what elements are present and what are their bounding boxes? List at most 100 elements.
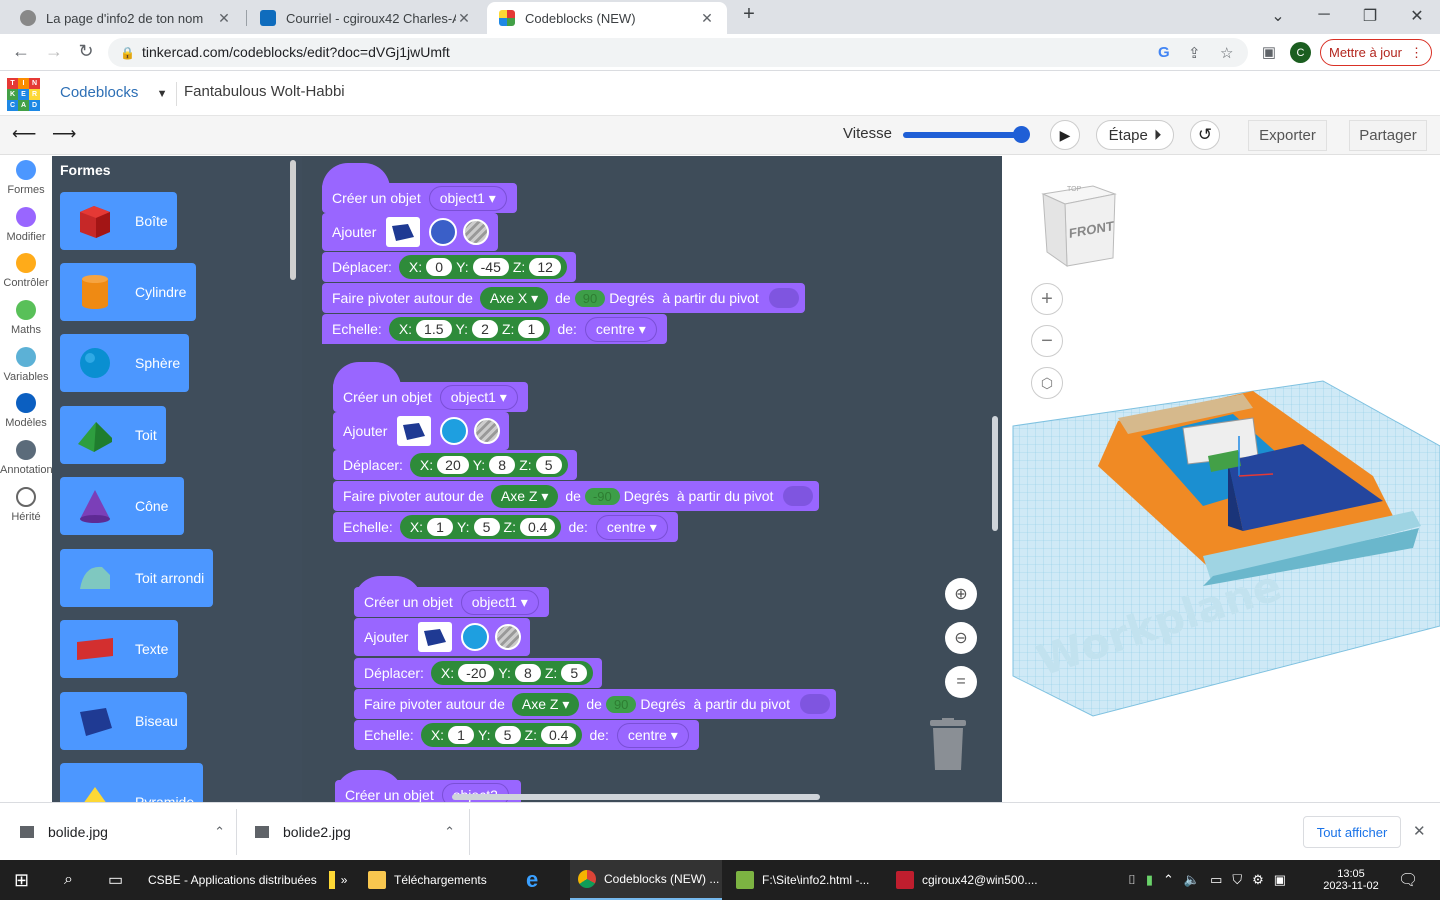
system-tray[interactable]: ⌷ ▮ ⌃ 🔈 ▭ ⛉ ⚙ ▣ [1128,860,1286,900]
x-value[interactable]: 1.5 [416,320,452,338]
axis-dropdown[interactable]: Axe Z ▾ [511,692,580,716]
zoom-in-icon[interactable]: ⊕ [945,578,977,610]
create-object-block[interactable]: Créer un objet object1 ▾ [322,183,517,213]
3d-viewer[interactable]: TOP FRONT + − ⬡ Workplane [1003,156,1440,802]
side-panel-icon[interactable]: ▣ [1261,44,1277,61]
z-value[interactable]: 5 [561,664,588,682]
move-block[interactable]: Déplacer: X:-20 Y:8 Z:5 [354,658,603,688]
origin-dropdown[interactable]: centre ▾ [584,316,657,342]
close-download-bar-icon[interactable]: ✕ [1413,823,1426,840]
y-value[interactable]: 8 [514,664,541,682]
view-cube[interactable]: TOP FRONT [1037,180,1117,270]
download-item[interactable]: bolide.jpg ⌃ [20,803,225,861]
axis-dropdown[interactable]: Axe Z ▾ [490,484,559,508]
notification-icon[interactable]: 🗨 [1398,872,1419,889]
taskbar-item-notepad[interactable]: F:\Site\info2.html -... [730,860,882,900]
browser-tab-1[interactable]: La page d'info2 de ton nom ✕ [8,2,244,34]
windows-start-icon[interactable]: ⊞ [14,869,30,890]
trash-icon[interactable] [928,718,968,772]
z-value[interactable]: 0.4 [519,518,556,536]
angle-value[interactable]: -90 [584,487,620,505]
category-modify[interactable]: Modifier [0,207,52,243]
download-item[interactable]: bolide2.jpg ⌃ [255,803,455,861]
reset-button[interactable]: ↺ [1190,120,1220,150]
y-value[interactable]: 8 [489,456,516,474]
shape-block-roof[interactable]: Toit [60,406,166,464]
viewer-home-icon[interactable]: ⬡ [1031,367,1063,399]
shape-block-rounded-roof[interactable]: Toit arrondi [60,549,213,607]
x-value[interactable]: 1 [448,726,475,744]
color-picker[interactable] [429,218,458,246]
color-picker[interactable] [440,417,469,445]
play-button[interactable]: ▶ [1050,120,1080,150]
rotate-block[interactable]: Faire pivoter autour de Axe Z ▾ de 90 De… [354,689,837,719]
create-object-block[interactable]: Créer un objet object1 ▾ [333,382,528,412]
share-button[interactable]: Partager [1349,120,1427,151]
scale-block[interactable]: Echelle: X:1.5 Y:2 Z:1 de: centre ▾ [322,314,667,344]
shape-block-cylinder[interactable]: Cylindre [60,263,196,321]
flyout-scrollbar[interactable] [290,160,296,280]
category-control[interactable]: Contrôler [0,253,52,289]
rotate-block[interactable]: Faire pivoter autour de Axe Z ▾ de -90 D… [333,481,820,511]
shape-block-wedge[interactable]: Biseau [60,692,187,750]
z-value[interactable]: 1 [518,320,545,338]
category-shapes[interactable]: Formes [0,160,52,196]
category-models[interactable]: Modèles [0,393,52,429]
move-block[interactable]: Déplacer: X:20 Y:8 Z:5 [333,450,577,480]
category-legacy[interactable]: Hérité [0,487,52,523]
close-icon[interactable]: ✕ [701,9,713,26]
omnibox[interactable]: 🔒 tinkercad.com/codeblocks/edit?doc=dVGj… [108,38,1248,67]
export-button[interactable]: Exporter [1248,120,1327,151]
google-icon[interactable]: G [1158,44,1170,61]
url-text[interactable]: tinkercad.com/codeblocks/edit?doc=dVGj1j… [142,44,450,60]
hole-toggle[interactable] [474,418,501,444]
share-icon[interactable]: ⇪ [1188,45,1201,62]
pivot-slot[interactable] [783,486,814,506]
x-value[interactable]: 20 [437,456,469,474]
profile-avatar[interactable]: C [1290,42,1311,63]
object-dropdown[interactable]: object1 ▾ [460,589,539,615]
viewer-zoom-in-icon[interactable]: + [1031,283,1063,315]
chevron-up-icon[interactable]: ⌃ [444,824,455,839]
redo-icon[interactable]: ⟶ [52,124,77,143]
reload-icon[interactable]: ↻ [78,41,94,61]
chevron-up-icon[interactable]: ⌃ [214,824,225,839]
color-picker[interactable] [461,623,490,651]
close-window-icon[interactable]: ✕ [1410,8,1424,25]
block-workspace[interactable]: Créer un objet object1 ▾ Ajouter Déplace… [302,156,1002,802]
bookmark-star-icon[interactable]: ☆ [1220,45,1234,62]
y-value[interactable]: 2 [471,320,498,338]
workspace-vertical-scrollbar[interactable] [992,416,998,531]
hole-toggle[interactable] [495,624,522,650]
category-math[interactable]: Maths [0,300,52,336]
scale-block[interactable]: Echelle: X:1 Y:5 Z:0.4 de: centre ▾ [354,720,699,750]
browser-tab-2[interactable]: Courriel - cgiroux42 Charles-Anto ✕ [248,2,484,34]
category-annotation[interactable]: Annotation [0,440,53,476]
origin-dropdown[interactable]: centre ▾ [616,722,689,748]
shape-block-box[interactable]: Boîte [60,192,177,250]
scale-block[interactable]: Echelle: X:1 Y:5 Z:0.4 de: centre ▾ [333,512,678,542]
category-variables[interactable]: Variables [0,347,52,383]
z-value[interactable]: 0.4 [540,726,577,744]
search-icon[interactable]: ⌕ [64,871,73,888]
task-view-icon[interactable]: ▭ [108,872,124,889]
taskbar-item-csbe[interactable]: CSBE - Applications distribuées » [148,860,347,900]
design-name[interactable]: Fantabulous Wolt-Habbi [184,83,345,100]
speed-slider-thumb[interactable] [1013,126,1030,143]
close-icon[interactable]: ✕ [458,9,470,26]
pivot-slot[interactable] [800,694,831,714]
y-value[interactable]: 5 [494,726,521,744]
object-dropdown[interactable]: object1 ▾ [428,185,507,211]
speed-slider[interactable] [903,132,1023,138]
shape-block-sphere[interactable]: Sphère [60,334,189,392]
y-value[interactable]: -45 [472,258,509,276]
back-icon[interactable]: ← [12,41,30,61]
move-block[interactable]: Déplacer: X:0 Y:-45 Z:12 [322,252,576,282]
add-block[interactable]: Ajouter [333,412,510,450]
z-value[interactable]: 12 [529,258,561,276]
zoom-out-icon[interactable]: ⊖ [945,622,977,654]
taskbar-item-filezilla[interactable]: cgiroux42@win500.... [890,860,1040,900]
x-value[interactable]: -20 [458,664,495,682]
origin-dropdown[interactable]: centre ▾ [595,514,668,540]
workspace-horizontal-scrollbar[interactable] [452,794,820,800]
